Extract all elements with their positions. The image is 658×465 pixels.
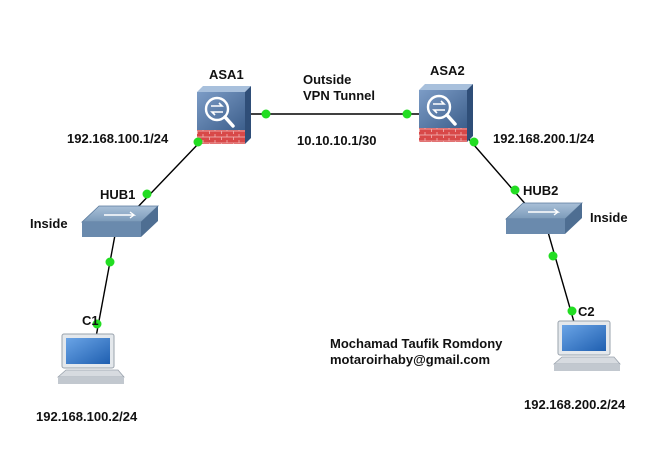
inside-left-label: Inside bbox=[30, 216, 68, 231]
port-c2 bbox=[567, 306, 577, 316]
asa2-inside-address: 192.168.200.1/24 bbox=[493, 131, 595, 146]
port-c1 bbox=[92, 319, 102, 329]
outside-link-address: 10.10.10.1/30 bbox=[297, 133, 377, 148]
asa1-firewall-icon[interactable] bbox=[197, 86, 251, 144]
inside-right-label: Inside bbox=[590, 210, 628, 225]
link-hub1-c1 bbox=[95, 234, 116, 338]
hub1-icon[interactable] bbox=[80, 205, 160, 237]
port-asa2-inside bbox=[469, 137, 479, 147]
port-asa1-inside bbox=[193, 137, 203, 147]
port-asa1-outside bbox=[261, 109, 271, 119]
asa1-label: ASA1 bbox=[209, 67, 244, 82]
port-asa2-outside bbox=[402, 109, 412, 119]
port-hub1-c1 bbox=[105, 257, 115, 267]
port-hub2-c2 bbox=[548, 251, 558, 261]
hub2-label: HUB2 bbox=[523, 183, 559, 198]
vpn-tunnel-label: VPN Tunnel bbox=[303, 88, 375, 103]
link-asa2-hub2 bbox=[466, 136, 529, 208]
links bbox=[95, 113, 575, 338]
hub1-label: HUB1 bbox=[100, 187, 136, 202]
c1-computer-icon[interactable] bbox=[56, 333, 125, 384]
link-asa1-hub1 bbox=[132, 141, 201, 213]
link-hub2-c2 bbox=[547, 231, 575, 323]
c1-label: C1 bbox=[82, 313, 99, 328]
c2-label: C2 bbox=[578, 304, 595, 319]
c2-address: 192.168.200.2/24 bbox=[524, 397, 626, 412]
author-email: motaroirhaby@gmail.com bbox=[330, 352, 491, 367]
outside-zone-label: Outside bbox=[303, 72, 352, 87]
c1-address: 192.168.100.2/24 bbox=[36, 409, 138, 424]
c2-computer-icon[interactable] bbox=[552, 320, 621, 371]
asa2-label: ASA2 bbox=[430, 63, 465, 78]
hub2-icon[interactable] bbox=[504, 202, 584, 234]
author-name: Mochamad Taufik Romdony bbox=[330, 336, 503, 351]
asa1-inside-address: 192.168.100.1/24 bbox=[67, 131, 169, 146]
port-hub1-uplink bbox=[142, 189, 152, 199]
asa2-firewall-icon[interactable] bbox=[419, 84, 473, 142]
ports bbox=[92, 109, 577, 329]
port-hub2-uplink bbox=[510, 185, 520, 195]
